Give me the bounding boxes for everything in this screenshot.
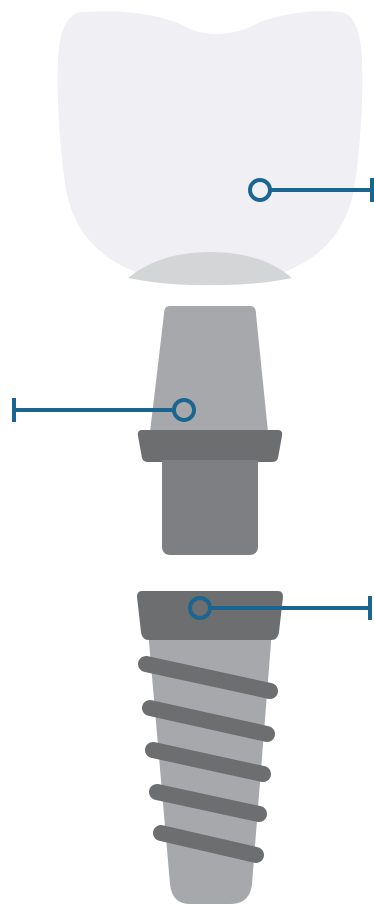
abutment-lower-stem: [162, 460, 258, 555]
implant-thread-4: [149, 784, 267, 822]
implant-thread-2: [142, 700, 275, 742]
implant-fixture: [137, 591, 283, 904]
abutment-callout-marker: [172, 398, 196, 422]
implant-thread-1: [138, 656, 278, 699]
implant-head: [137, 591, 283, 640]
implant-threads: [138, 656, 278, 863]
crown-callout: [248, 178, 374, 202]
abutment: [137, 306, 283, 555]
abutment-upper-post: [150, 306, 268, 432]
implant-thread-3: [145, 742, 271, 782]
crown: [57, 11, 363, 286]
crown-shape: [57, 11, 363, 284]
abutment-collar: [137, 430, 283, 462]
implant-callout-marker: [188, 596, 212, 620]
crown-callout-marker: [248, 178, 272, 202]
implant-callout: [188, 596, 372, 620]
abutment-callout: [12, 398, 196, 422]
crown-base: [128, 252, 292, 286]
implant-thread-5: [153, 825, 264, 863]
